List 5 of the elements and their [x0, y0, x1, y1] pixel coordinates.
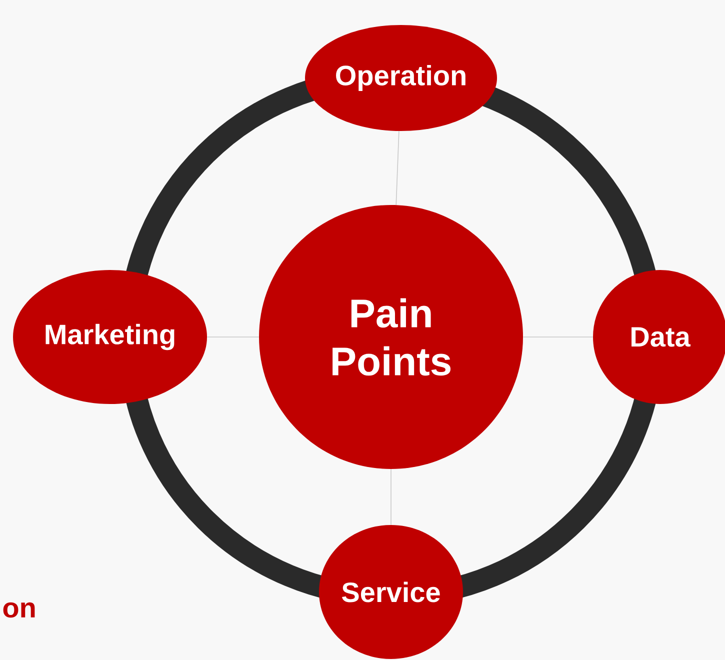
spoke-line — [206, 336, 260, 338]
spoke-line — [396, 130, 400, 206]
spoke-line — [390, 468, 392, 526]
text-fragment: on — [3, 602, 35, 618]
spoke-line — [522, 336, 594, 338]
